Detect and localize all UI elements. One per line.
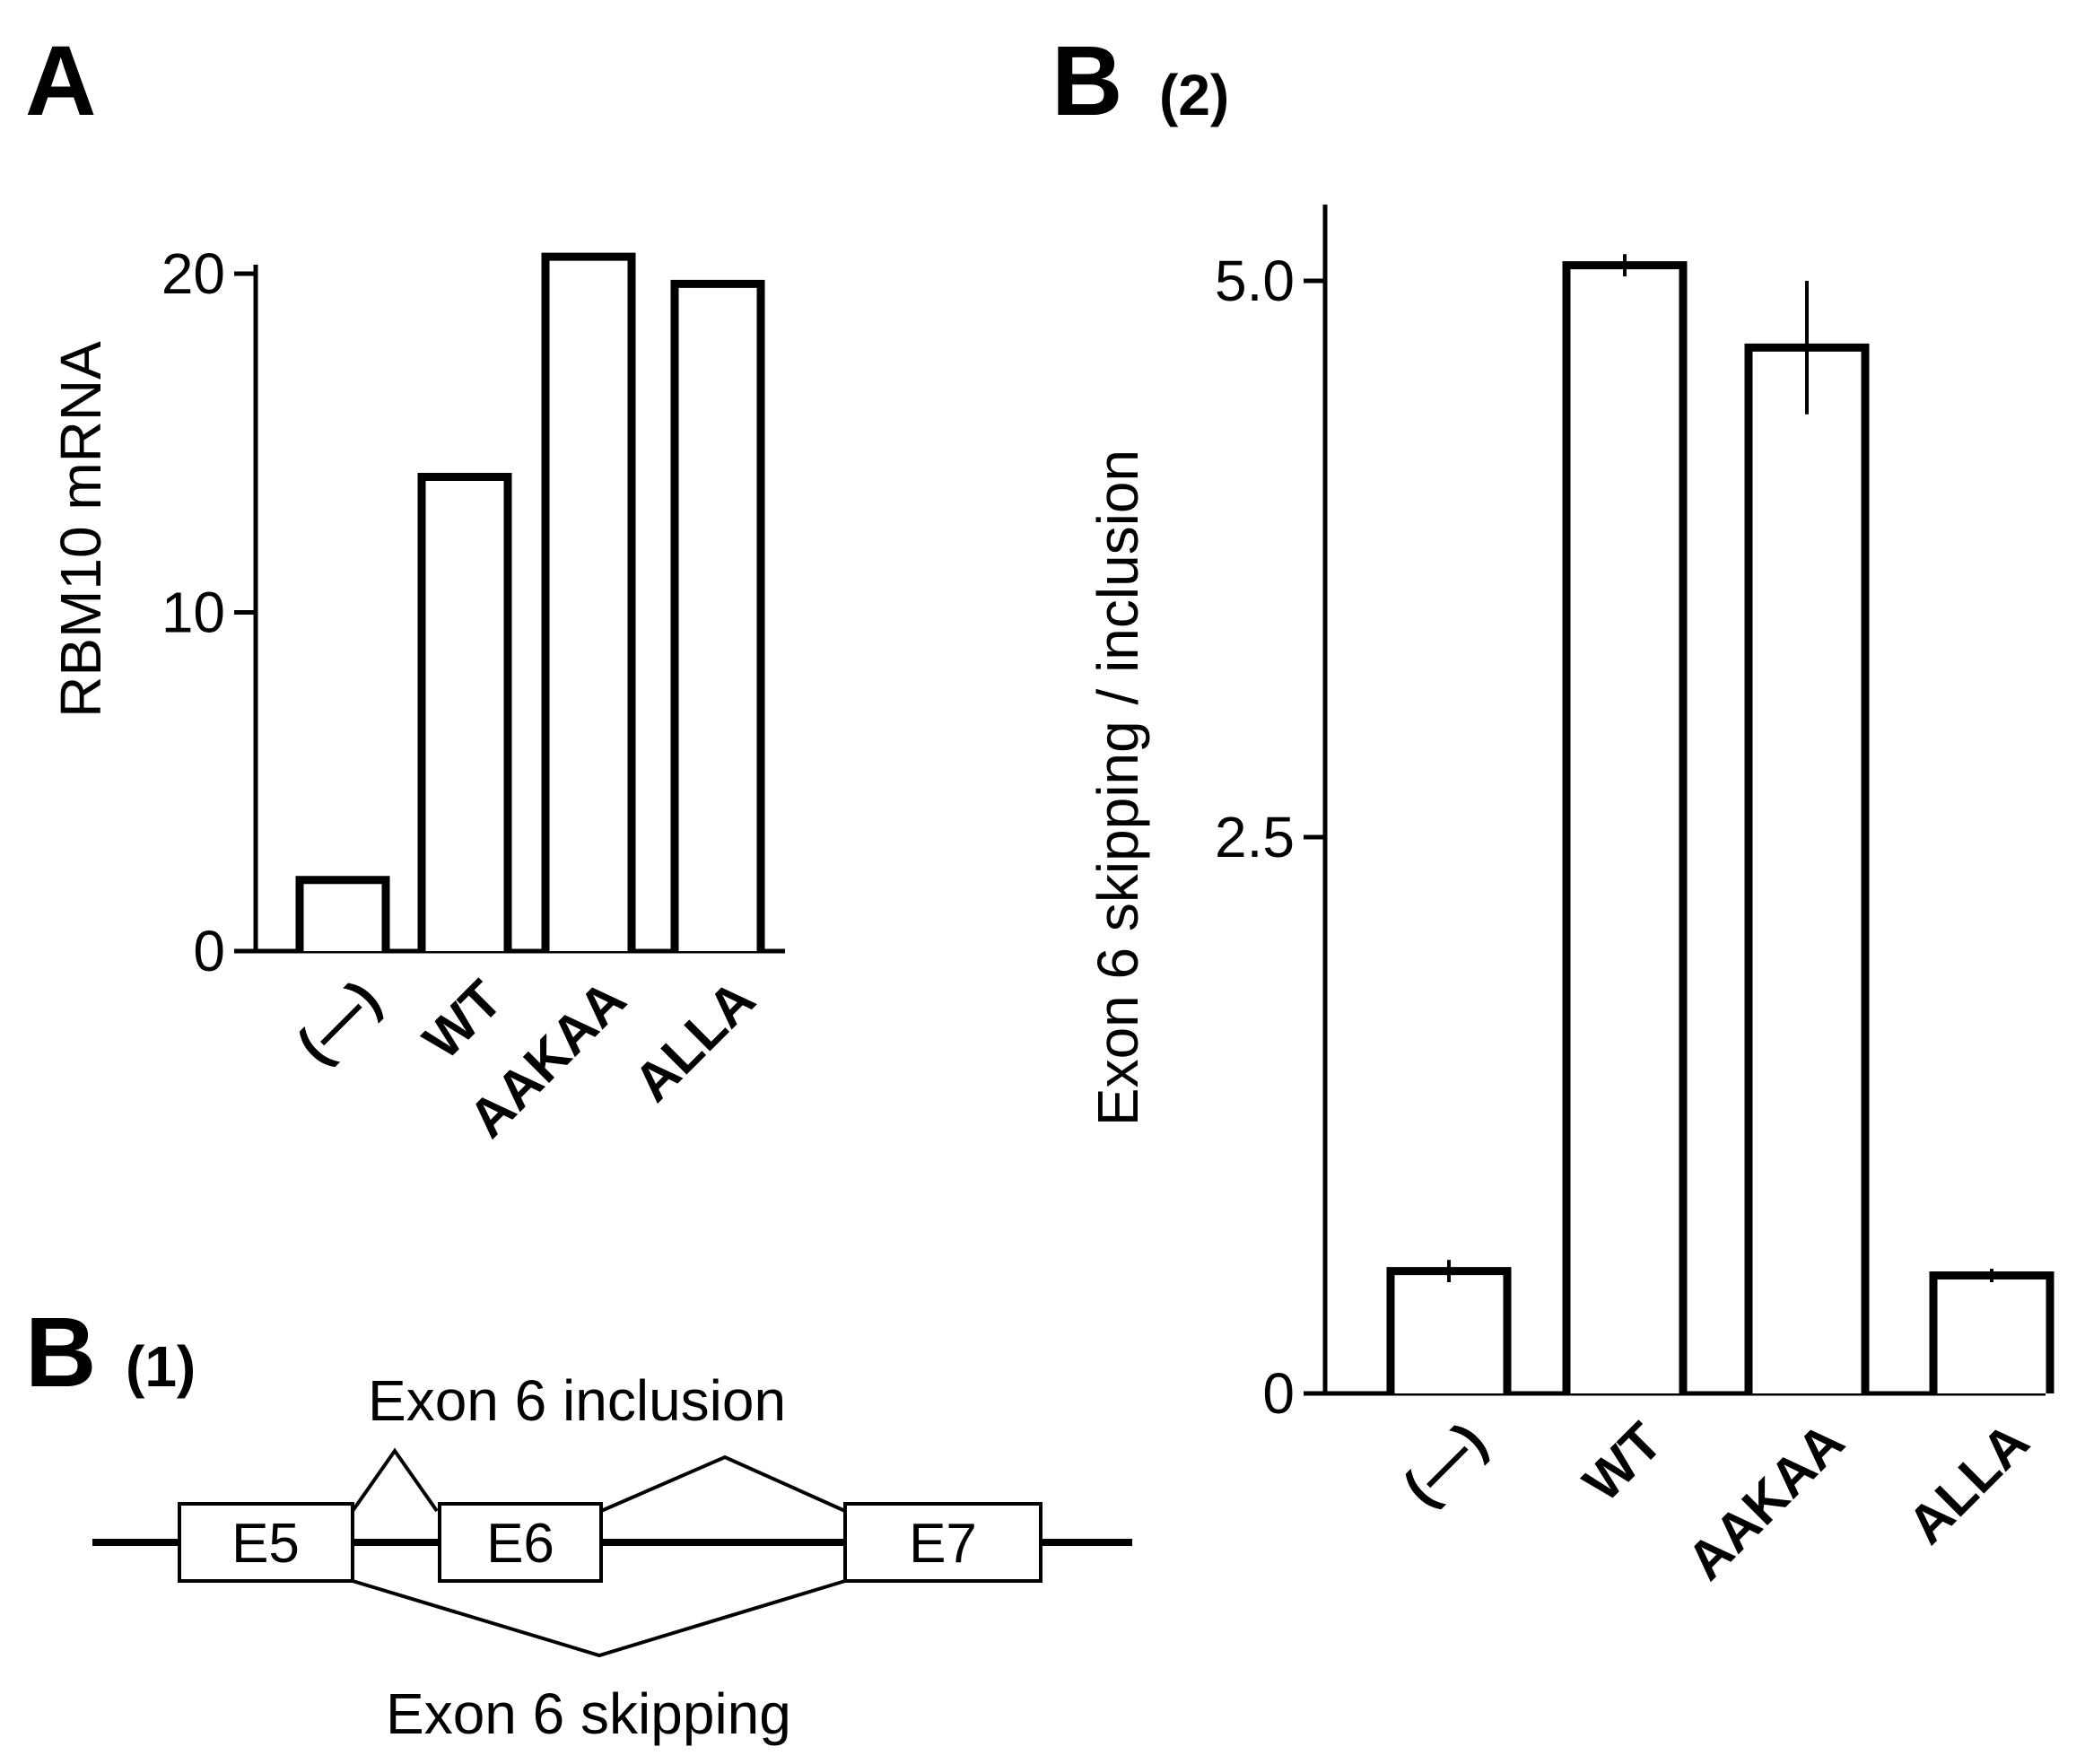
- inclusion-label: Exon 6 inclusion: [368, 1368, 786, 1433]
- chart-b-bar-2: [1744, 343, 1870, 1393]
- chart-a-y-label: RBM10 mRNA: [48, 341, 113, 718]
- skipping-label: Exon 6 skipping: [386, 1681, 791, 1746]
- chart-b-y-label: Exon 6 skipping / inclusion: [1086, 450, 1150, 1126]
- chart-a-bar-3: [670, 279, 765, 951]
- chart-b-bars: [1386, 261, 2054, 1393]
- panel-sub-b1: (1): [126, 1334, 196, 1399]
- chart-b-ytick-label-1: 2.5: [1215, 805, 1295, 869]
- chart-b-bar-1: [1562, 261, 1688, 1393]
- inclusion-splice-e6-e7: [600, 1454, 846, 1513]
- chart-b-bar-0: [1386, 1267, 1512, 1393]
- chart-b-ytick-label-0: 0: [1262, 1361, 1295, 1426]
- exon-e7-label: E7: [909, 1513, 977, 1575]
- chart-b-ytick-label-2: 5.0: [1215, 249, 1295, 313]
- exon-e6-label: E6: [486, 1513, 554, 1575]
- panel-letter-a: A: [25, 26, 96, 136]
- chart-a-bar-0: [295, 876, 390, 951]
- chart-b-category-1: WT: [1572, 1411, 1673, 1513]
- panel-letter-b1: B: [25, 1297, 96, 1408]
- panel-letter-b2: B: [1051, 26, 1122, 136]
- chart-a-bar-2: [541, 252, 636, 951]
- exon-e5-label: E5: [231, 1513, 300, 1575]
- chart-b-error-bars: [1447, 254, 1993, 1282]
- skipping-splice-e5-e7: [352, 1579, 846, 1658]
- chart-a-category-1: WT: [412, 969, 513, 1070]
- exon-e7-box: [843, 1502, 1042, 1583]
- chart-a-ytick-label-1: 10: [161, 581, 225, 645]
- chart-a-bars: [295, 252, 765, 951]
- chart-b-category-0: (—): [1391, 1411, 1497, 1517]
- panel-sub-b2: (2): [1159, 63, 1229, 127]
- exon-splicing-diagram: Exon 6 inclusion E5 E6 E7 Exon 6 skippin…: [92, 1368, 1132, 1746]
- inclusion-splice-e5-e6: [351, 1447, 439, 1513]
- chart-a-bar-1: [417, 473, 512, 951]
- chart-a-ytick-label-2: 20: [161, 241, 225, 306]
- exon-e6-box: [438, 1502, 603, 1583]
- exon-e5-box: [178, 1502, 354, 1583]
- chart-b-category-2: AAKAA: [1676, 1411, 1856, 1592]
- chart-b-category-3: ALLA: [1897, 1411, 2040, 1555]
- chart-a-category-3: ALLA: [623, 969, 766, 1113]
- chart-b-ticks: 0 2.5 5.0: [1215, 249, 1325, 1426]
- chart-b-exon6-ratio: Exon 6 skipping / inclusion 0 2.5 5.0 (—) W…: [1086, 205, 2054, 1592]
- chart-a-category-0: (—): [285, 969, 391, 1075]
- chart-a-ytick-label-0: 0: [193, 919, 225, 983]
- chart-a-ticks: 0 10 20: [161, 241, 256, 983]
- chart-b-bar-3: [1929, 1271, 2054, 1393]
